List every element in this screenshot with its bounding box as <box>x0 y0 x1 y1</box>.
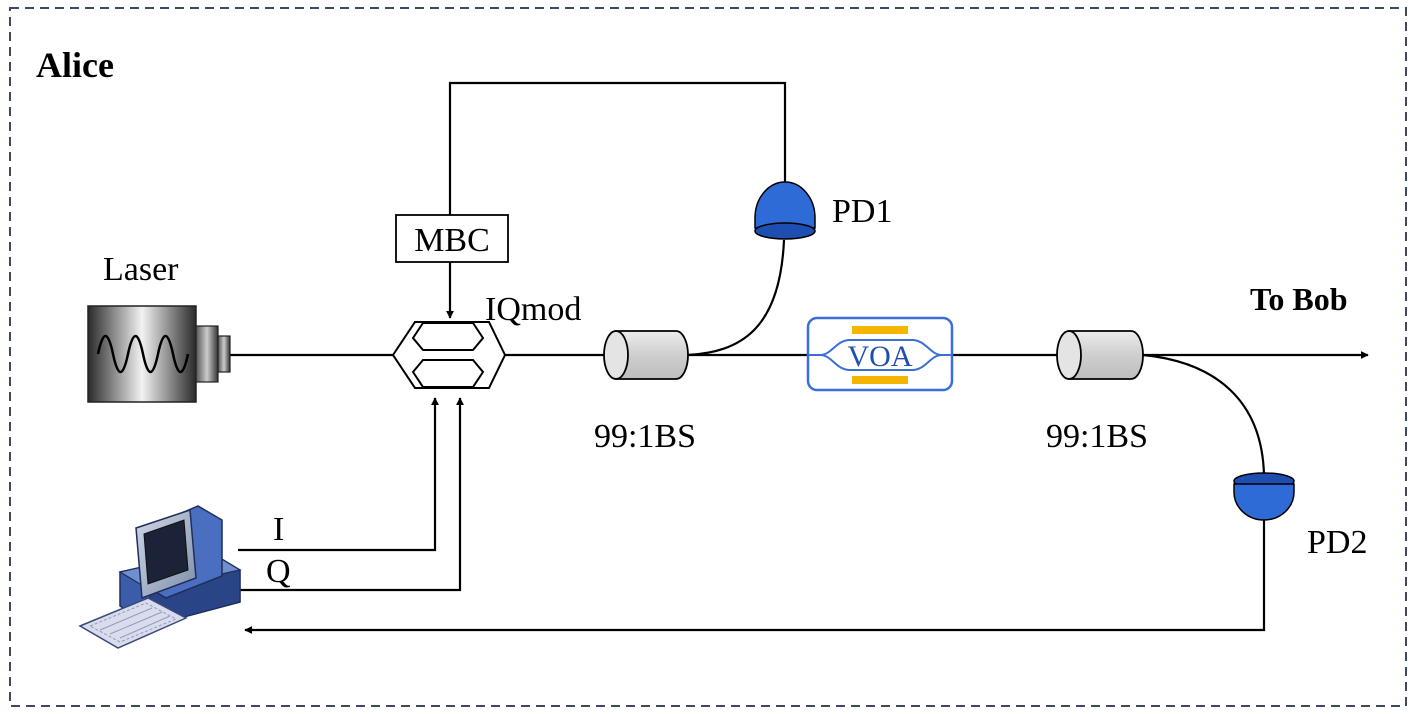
bs2-label: 99:1BS <box>1046 418 1148 455</box>
computer-icon <box>78 505 242 649</box>
mbc-box <box>395 214 509 263</box>
feedback-wire-pd1 <box>448 81 787 215</box>
voa-icon <box>806 316 954 392</box>
bs1-label: 99:1BS <box>594 418 696 455</box>
beam-splitter-icon <box>603 330 689 380</box>
pd2-tap-fiber <box>1142 353 1266 476</box>
alice-frame <box>9 7 1407 707</box>
beam-splitter-icon <box>1056 330 1144 380</box>
laser-icon <box>87 305 231 403</box>
i-signal-wire <box>238 397 439 552</box>
photodiode-icon <box>754 181 816 240</box>
pd2-feedback-wire <box>244 518 1266 634</box>
pd1-label: PD1 <box>832 193 892 230</box>
pd1-tap-fiber <box>687 239 786 357</box>
photodiode-icon <box>1233 472 1295 521</box>
pd2-label: PD2 <box>1307 524 1367 561</box>
laser-label: Laser <box>103 251 179 288</box>
iq-modulator-icon <box>391 321 507 389</box>
mbc-label: MBC <box>414 222 490 259</box>
voa-label: VOA <box>848 340 913 373</box>
frame-label: Alice <box>36 45 114 85</box>
q-signal-label: Q <box>266 553 291 590</box>
q-signal-wire <box>238 397 464 592</box>
iqmod-label: IQmod <box>485 291 581 328</box>
i-signal-label: I <box>273 511 284 548</box>
to-bob-label: To Bob <box>1250 281 1348 317</box>
